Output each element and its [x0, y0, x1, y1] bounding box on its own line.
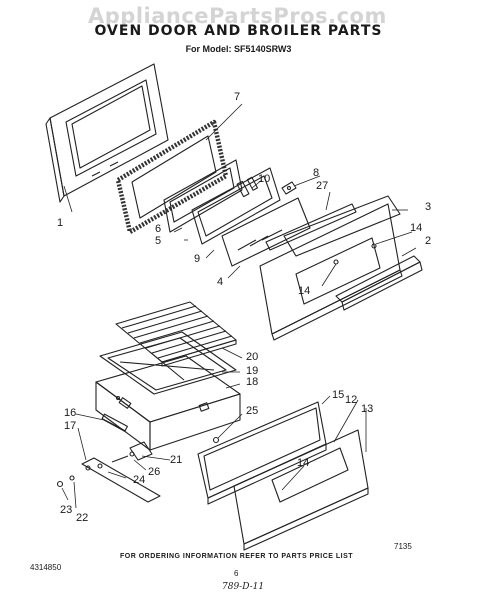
callout-20: 20 — [246, 351, 259, 363]
callout-12: 12 — [345, 394, 358, 406]
callout-14-upper: 14 — [410, 222, 423, 234]
drawer-rail — [56, 457, 161, 503]
callout-19: 19 — [246, 365, 259, 377]
window-pack — [191, 167, 281, 245]
page-title: OVEN DOOR AND BROILER PARTS — [94, 23, 383, 39]
callout-14-lower: 14 — [298, 285, 311, 297]
model-subtitle: For Model: SF5140SRW3 — [185, 44, 292, 54]
door-top-trim — [265, 195, 401, 257]
catalog-number: 4314850 — [30, 563, 62, 572]
callout-10: 10 — [258, 173, 271, 185]
callout-1: 1 — [57, 217, 64, 229]
door-glass — [221, 197, 311, 267]
callout-21: 21 — [170, 454, 183, 466]
callout-15: 15 — [332, 389, 345, 401]
drawer-clip — [212, 436, 220, 444]
callout-26: 26 — [148, 466, 161, 478]
callout-14-broiler: 14 — [297, 457, 310, 469]
door-gasket-frame — [115, 119, 229, 235]
outer-door-panel — [259, 203, 423, 341]
callout-6: 6 — [155, 223, 162, 235]
callout-25: 25 — [246, 405, 259, 417]
door-inner-panel — [45, 63, 169, 203]
broiler-outer-panel — [233, 429, 369, 551]
drawer-slide-roller — [101, 413, 128, 433]
callout-leaders — [61, 103, 417, 509]
callout-22: 22 — [76, 512, 89, 524]
callout-24: 24 — [133, 474, 146, 486]
callout-3: 3 — [425, 201, 432, 213]
callout-5: 5 — [155, 235, 162, 247]
callout-13: 13 — [361, 403, 374, 415]
ordering-note: FOR ORDERING INFORMATION REFER TO PARTS … — [120, 553, 354, 560]
callout-16: 16 — [64, 407, 77, 419]
page-number: 6 — [234, 569, 239, 578]
broiler-grid — [115, 301, 237, 367]
callout-4: 4 — [217, 276, 224, 288]
callout-27: 27 — [316, 180, 329, 192]
broiler-pan — [99, 331, 237, 395]
callout-17: 17 — [64, 420, 77, 432]
broiler-drawer-body — [95, 355, 241, 451]
callout-8: 8 — [313, 167, 320, 179]
figure-code: 7135 — [394, 542, 412, 551]
watermark: AppliancePartsPros.com — [88, 4, 387, 28]
drawer-bracket — [111, 441, 153, 463]
callout-7: 7 — [234, 91, 241, 103]
callout-9: 9 — [194, 253, 201, 265]
callout-2: 2 — [425, 235, 432, 247]
door-hinge — [281, 181, 297, 195]
handwritten-note: 789-D-11 — [222, 582, 265, 592]
callout-18: 18 — [246, 376, 259, 388]
callout-23: 23 — [60, 504, 73, 516]
